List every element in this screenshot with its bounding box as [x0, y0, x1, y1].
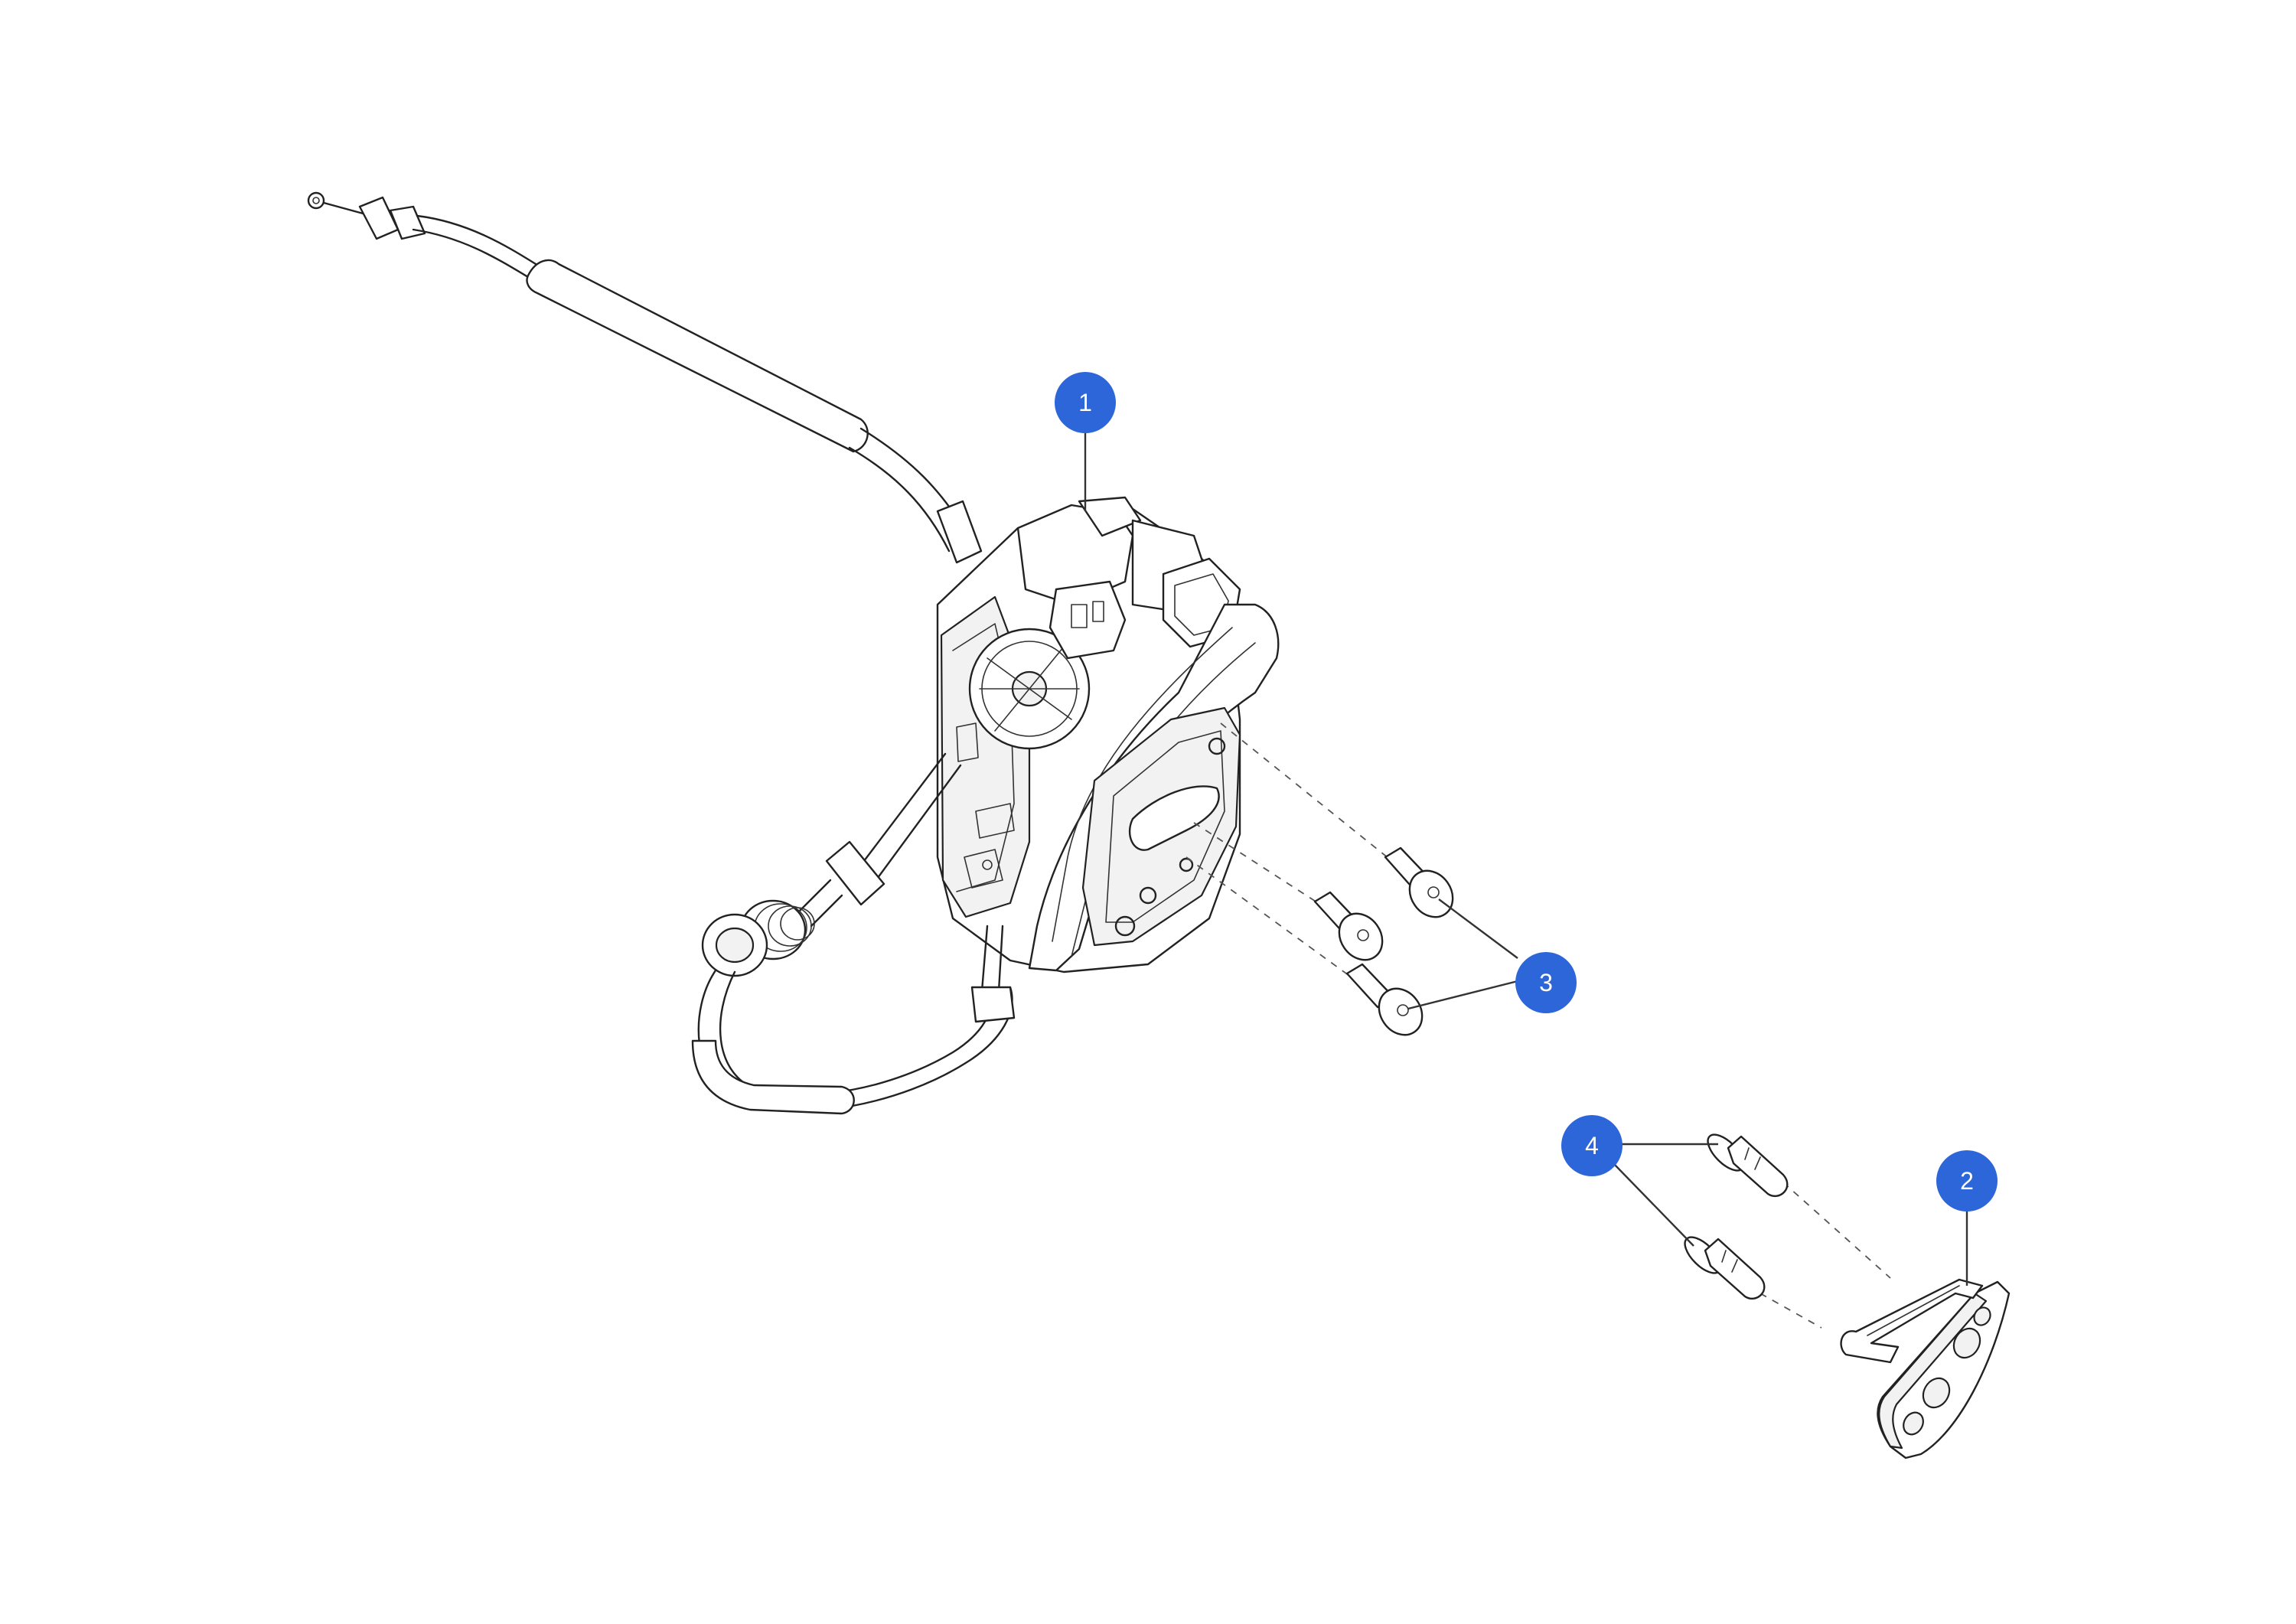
striker-screws	[1684, 1133, 1789, 1300]
leader-lines	[1084, 432, 1968, 1286]
callout-2-label: 2	[1960, 1167, 1974, 1195]
callout-3-label: 3	[1539, 969, 1553, 996]
callout-1-label: 1	[1078, 389, 1092, 416]
callout-1[interactable]: 1	[1055, 372, 1116, 433]
callout-2-circle	[1936, 1150, 1998, 1211]
assembly-lines	[1186, 722, 1891, 1329]
callout-4[interactable]: 4	[1561, 1115, 1623, 1176]
callout-3[interactable]: 3	[1515, 952, 1577, 1013]
callout-1-circle	[1055, 372, 1116, 433]
lock-screws	[1313, 846, 1454, 1036]
lower-cable	[691, 752, 1016, 1115]
door-lock-actuator	[936, 496, 1280, 973]
callout-4-circle	[1561, 1115, 1623, 1176]
upper-cable	[307, 191, 983, 564]
callout-3-circle	[1515, 952, 1577, 1013]
striker-plate	[1840, 1278, 2011, 1459]
callout-4-label: 4	[1585, 1132, 1599, 1159]
callout-2[interactable]: 2	[1936, 1150, 1998, 1211]
